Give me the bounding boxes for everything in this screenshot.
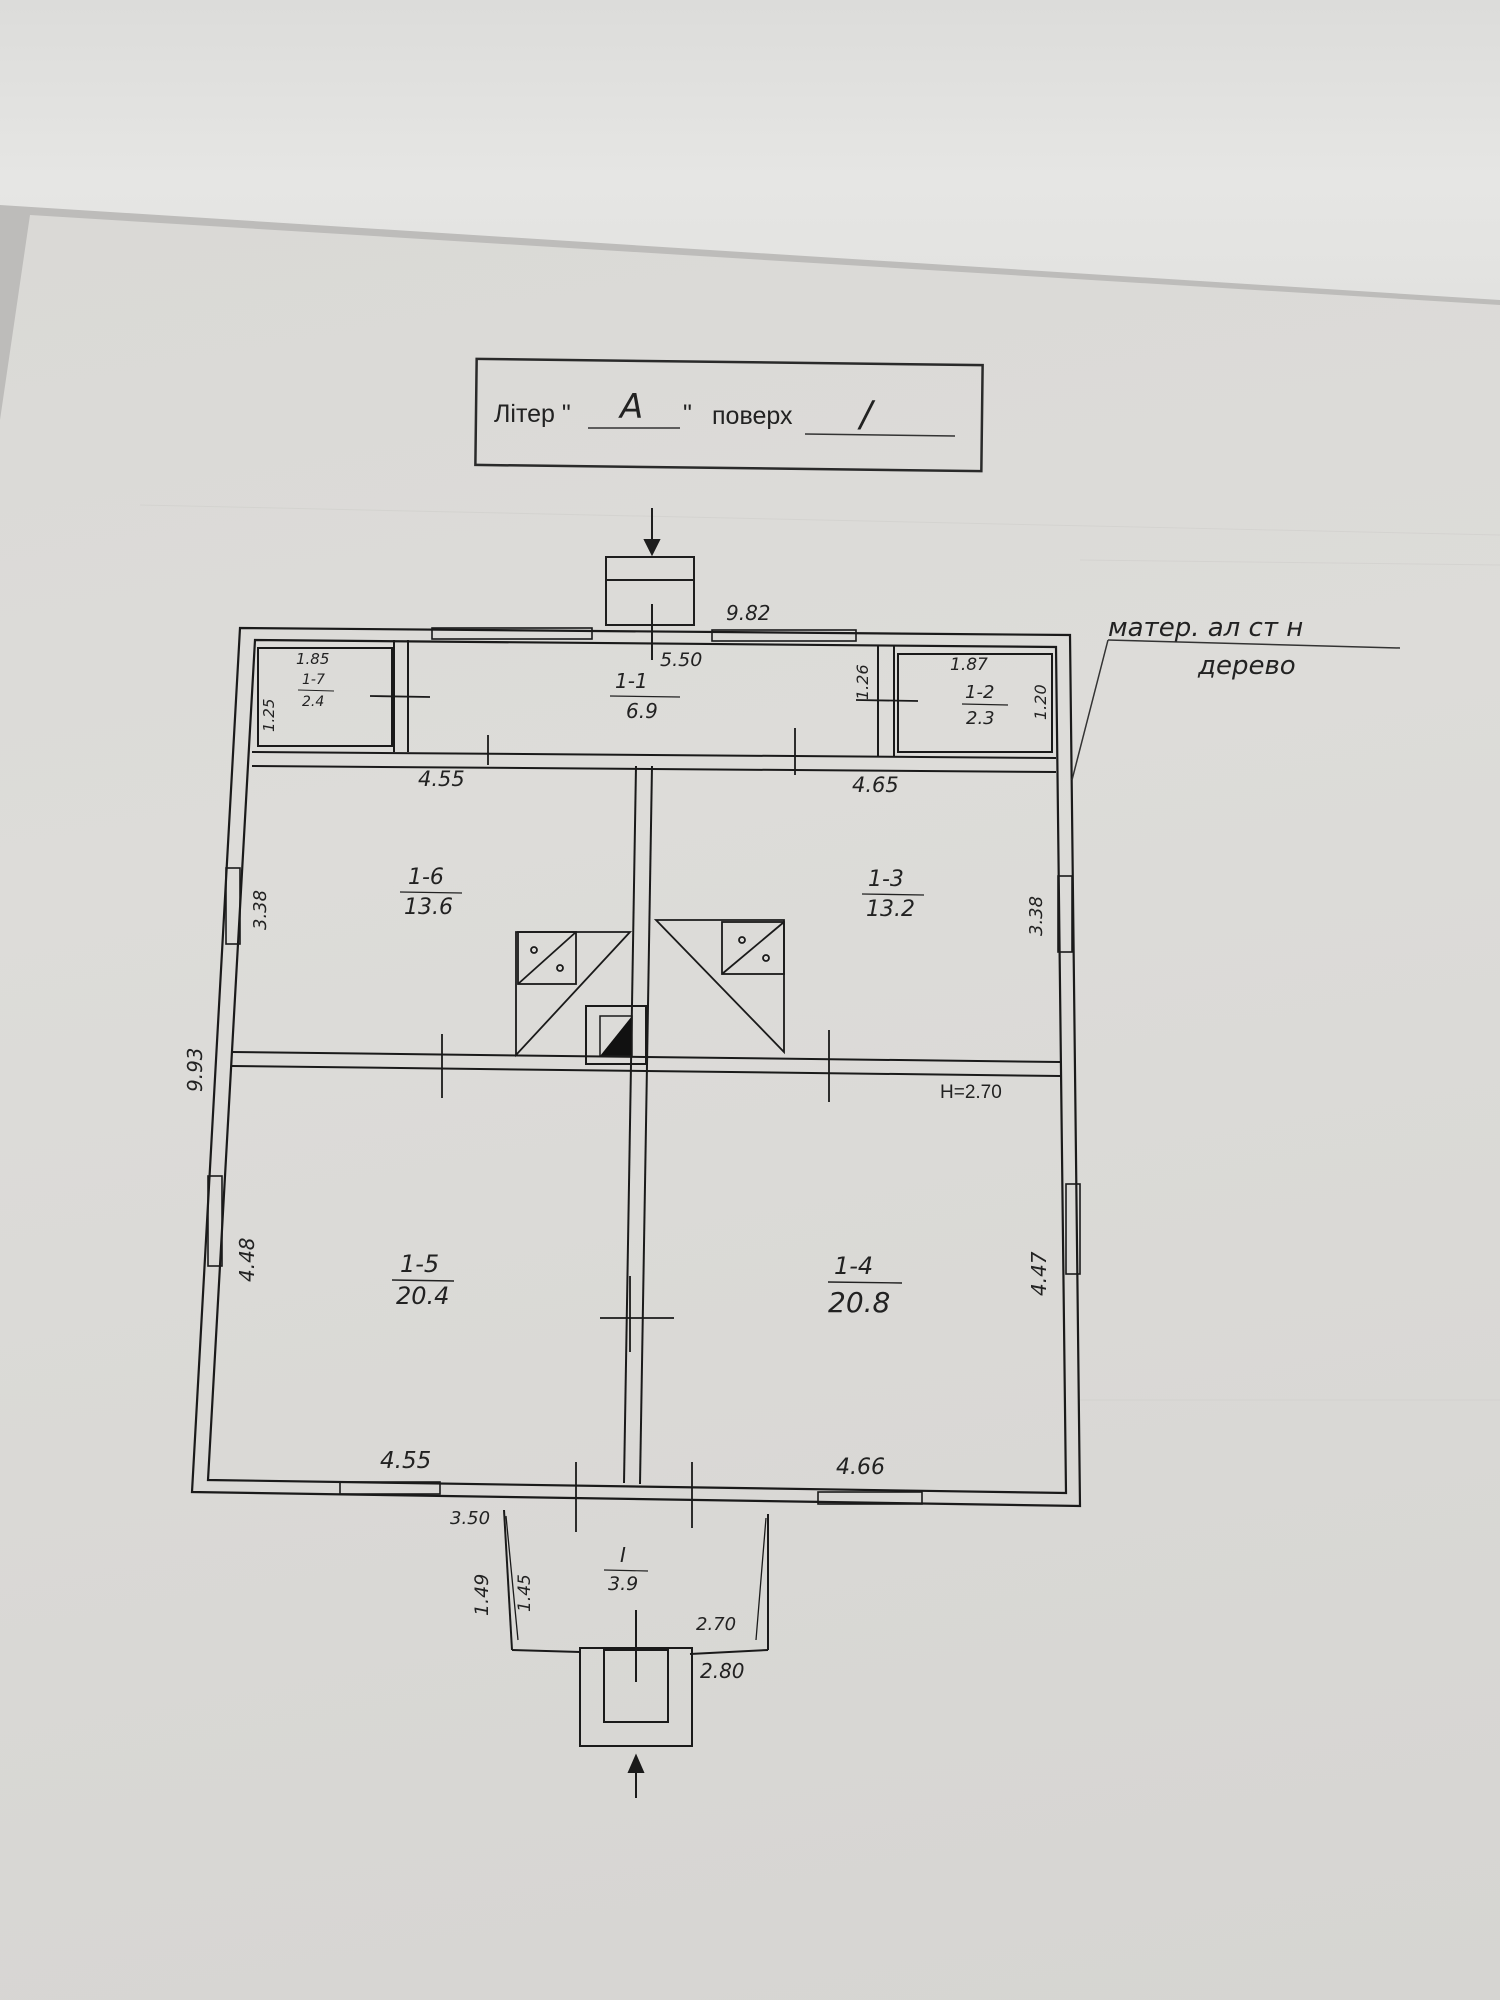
porch-side-inner-dim: 1.45: [515, 1574, 535, 1612]
room-1-2-number: 1-2: [965, 682, 994, 703]
room-1-4-dim-side: 4.47: [1027, 1251, 1051, 1296]
liter-value: A: [618, 387, 643, 427]
room-1-1-dim-side: 1.26: [853, 664, 872, 700]
room-1-3-number: 1-3: [868, 867, 904, 892]
room-1-1-dim-top: 5.50: [660, 649, 702, 671]
room-1-4-dim: 4.66: [836, 1455, 885, 1480]
porch-width-dim: 3.50: [450, 1508, 490, 1529]
room-1-6-area: 13.6: [404, 895, 453, 920]
room-1-3-dim: 4.65: [852, 773, 899, 797]
windows: [207, 627, 1081, 1505]
chimney-icon: [585, 1005, 647, 1065]
material-annotation-line2: дерево: [1197, 651, 1296, 681]
room-1-5-number: 1-5: [400, 1250, 439, 1278]
porch-side-outer-dim: 1.49: [471, 1574, 493, 1616]
liter-close-quote: ": [683, 400, 692, 428]
room-1-5-dim: 4.55: [380, 1448, 431, 1474]
room-1-3-dim-side: 3.38: [1026, 896, 1047, 936]
paper-grid: [139, 504, 1500, 1401]
doors: [369, 680, 919, 1532]
overall-height-dim: 9.93: [183, 1047, 207, 1092]
porch-step-inner-dim: 2.70: [696, 1614, 736, 1635]
room-1-7-dim-side: 1.25: [260, 699, 278, 732]
room-1-2-area: 2.3: [966, 708, 995, 729]
porch-area: 3.9: [608, 1573, 638, 1595]
room-1-4-area: 20.8: [828, 1286, 890, 1319]
stove-left: [515, 931, 633, 1058]
stove-right: [653, 919, 785, 1055]
room-1-1-area: 6.9: [626, 699, 658, 723]
floor-value: /: [857, 394, 876, 435]
floor-label: поверх: [712, 402, 793, 430]
porch-step-outer-dim: 2.80: [700, 1659, 745, 1683]
room-1-3-area: 13.2: [866, 897, 915, 922]
ceiling-height: H=2.70: [940, 1082, 1002, 1103]
liter-label: Літер ": [494, 400, 571, 428]
rear-entrance: [605, 508, 695, 660]
room-1-5-area: 20.4: [396, 1282, 449, 1310]
porch-number: I: [620, 1543, 626, 1567]
room-1-7-number: 1-7: [302, 672, 325, 688]
material-leader-line: [1071, 639, 1401, 781]
room-1-6-dim-side: 3.38: [250, 890, 271, 930]
overall-width-dim: 9.82: [726, 601, 771, 625]
title-box: Літер " A " поверх /: [474, 357, 984, 473]
room-1-4-number: 1-4: [834, 1252, 873, 1280]
room-1-7-area: 2.4: [302, 694, 324, 710]
room-1-6-dim: 4.55: [418, 767, 465, 791]
room-1-7-dim-top: 1.85: [296, 650, 329, 668]
room-1-1-number: 1-1: [615, 669, 648, 693]
porch: [503, 1509, 769, 1798]
room-1-5-dim-side: 4.48: [235, 1237, 259, 1282]
room-1-2-dim-side: 1.20: [1031, 684, 1050, 720]
material-annotation-line1: матер. ал ст н: [1108, 613, 1303, 643]
room-1-2-dim-top: 1.87: [950, 655, 988, 675]
room-1-6-number: 1-6: [408, 865, 444, 890]
